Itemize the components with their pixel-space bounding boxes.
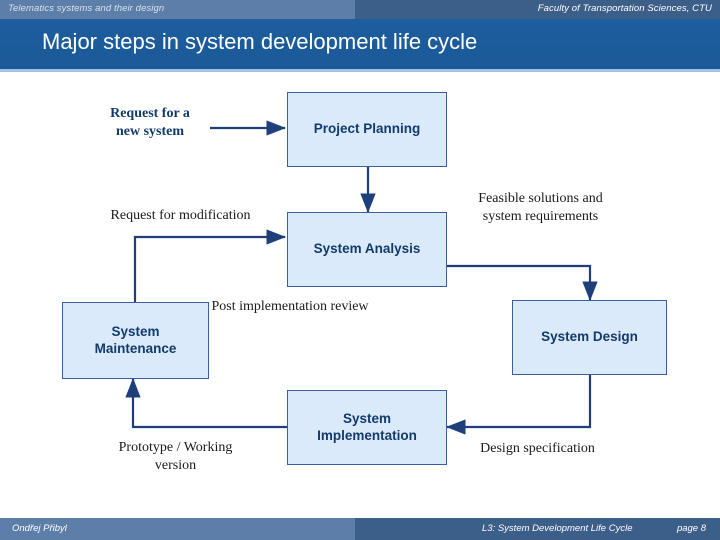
footer-author: Ondřej Přibyl xyxy=(12,523,67,534)
box-system-analysis[interactable]: System Analysis xyxy=(287,212,447,287)
header-course-label: Telematics systems and their design xyxy=(8,3,165,14)
footer-left-strip xyxy=(0,518,355,540)
page-title: Major steps in system development life c… xyxy=(42,29,478,54)
footer-bar: Ondřej Přibyl L3: System Development Lif… xyxy=(0,518,720,540)
label-post-implementation-review: Post implementation review xyxy=(211,299,369,314)
box-project-planning-label: Project Planning xyxy=(313,121,421,137)
diagram-connectors xyxy=(125,120,598,435)
box-system-implementation[interactable]: System Implementation xyxy=(287,390,447,465)
box-system-implementation-label: System Implementation xyxy=(317,411,417,443)
arrow-analysis-to-design xyxy=(447,264,598,302)
label-prototype-working-version: Prototype / Working version xyxy=(118,440,233,473)
box-system-design-label: System Design xyxy=(541,329,638,345)
title-underline xyxy=(0,69,720,72)
footer-lecture: L3: System Development Life Cycle xyxy=(482,523,633,534)
box-project-planning[interactable]: Project Planning xyxy=(287,92,447,167)
arrow-maintenance-to-analysis xyxy=(133,229,287,302)
header-bar: Telematics systems and their design Facu… xyxy=(0,0,720,19)
header-left-strip xyxy=(0,0,355,19)
label-feasible-solutions: Feasible solutions and system requiremen… xyxy=(478,191,603,224)
box-system-analysis-label: System Analysis xyxy=(313,241,421,257)
label-request-new-system: Request for a new system xyxy=(110,106,190,139)
box-system-maintenance[interactable]: System Maintenance xyxy=(62,302,209,379)
label-request-modification: Request for modification xyxy=(110,208,251,223)
diagram-canvas: Project Planning System Analysis System … xyxy=(0,72,720,518)
arrow-implementation-to-maintenance xyxy=(125,377,287,429)
label-design-specification: Design specification xyxy=(480,441,595,456)
box-system-design[interactable]: System Design xyxy=(512,300,667,375)
header-faculty-label: Faculty of Transportation Sciences, CTU xyxy=(537,3,712,14)
footer-page-number: page 8 xyxy=(676,523,706,534)
arrow-design-to-implementation xyxy=(445,375,592,435)
box-system-maintenance-label: System Maintenance xyxy=(94,324,177,356)
slide-title-band: Major steps in system development life c… xyxy=(0,19,720,69)
